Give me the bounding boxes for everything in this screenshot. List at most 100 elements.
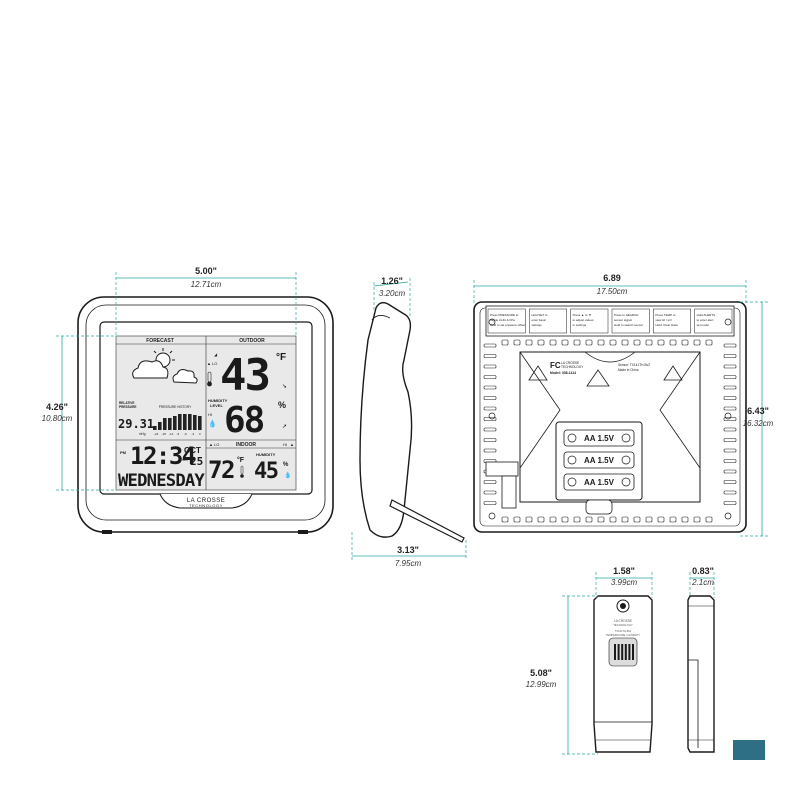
outdoor-signal-icon: ◢ <box>214 352 218 357</box>
indoor-thermometer-icon <box>240 465 244 475</box>
pressure-unit: inHg <box>139 432 146 436</box>
sensor-label-line-2: TECHNOLOGY <box>613 623 633 627</box>
vent-slot <box>705 339 713 346</box>
page-tab <box>733 740 765 760</box>
pm-label: PM <box>120 450 127 455</box>
back-button[interactable] <box>694 308 733 334</box>
back-button-label: enter basic <box>531 318 546 322</box>
vent-slot <box>561 516 569 523</box>
vent-slot <box>483 364 497 369</box>
indoor-temp-unit: °F <box>237 456 245 464</box>
indoor-temp-value: 72 <box>208 456 234 484</box>
vent-slot <box>723 480 737 484</box>
battery <box>563 451 635 469</box>
vent-slot <box>483 490 497 495</box>
humidity-hi-label: HI <box>208 412 212 417</box>
sensor-front-body <box>593 595 653 753</box>
vent-slot <box>537 339 545 346</box>
day-value: 25 <box>190 455 203 468</box>
outdoor-humidity-value: 68 <box>224 400 264 441</box>
vent-slot <box>483 480 497 484</box>
vent-slot <box>723 490 737 495</box>
vent-slot <box>585 516 593 523</box>
battery <box>563 429 635 447</box>
indoor-hi-label: HI <box>283 442 287 447</box>
vent-slot <box>669 339 677 346</box>
back-button-label: toggle inHG & hPa <box>490 318 515 322</box>
vent-slot <box>723 343 737 348</box>
back-button[interactable] <box>529 308 567 334</box>
back-button-label: Hold to set pressure offset <box>490 323 525 327</box>
sensor-label-line-1: LA CROSSE <box>614 619 632 623</box>
sensor-side-body <box>687 595 715 753</box>
vent-slot <box>501 339 509 346</box>
battery-terminal-icon <box>621 433 631 443</box>
indoor-lo-triangle-icon: ▲ <box>209 442 213 447</box>
triangle-mark-icon <box>586 369 610 387</box>
vent-slot <box>501 516 509 523</box>
vent-slot <box>483 396 497 400</box>
indoor-humidity-unit: % <box>283 462 289 468</box>
pressure-hour-label: -24 <box>154 432 159 436</box>
vent-slot <box>633 516 641 523</box>
triangle-mark-icon <box>663 365 683 381</box>
battery-terminal-icon <box>567 477 577 487</box>
humidity-level-label-1: HUMIDITY <box>208 398 228 403</box>
side-depth-cm: 3.20cm <box>379 289 406 298</box>
back-button-label: Press to SEARCH <box>614 313 638 317</box>
front-height-in: 4.26" <box>46 402 68 412</box>
back-button-label: Hold SET to <box>531 313 547 317</box>
outdoor-temp-value: 43 <box>220 350 269 401</box>
back-button[interactable] <box>653 308 691 334</box>
back-button-label: Press PRESSURE to <box>490 313 519 317</box>
pressure-bar <box>183 414 187 430</box>
back-button-label: Hold ALERTS <box>697 313 715 317</box>
screw-icon <box>724 412 732 420</box>
outdoor-lo-label: LO <box>212 361 217 366</box>
vent-slot <box>483 427 497 432</box>
indoor-hi-triangle-icon: ▲ <box>290 442 294 447</box>
back-width-cm: 17.50cm <box>597 287 628 296</box>
vent-slot <box>723 406 737 411</box>
outdoor-humidity-unit: % <box>278 400 286 410</box>
sensor-side-view: 0.83" 2.1cm <box>687 566 715 753</box>
vent-slot <box>621 339 629 346</box>
partly-cloudy-icon <box>132 348 198 384</box>
side-stand-cm: 7.95cm <box>395 559 422 568</box>
back-height-in: 6.43" <box>747 406 769 416</box>
battery-terminal-icon <box>621 455 631 465</box>
back-button-label: view HI / LO <box>655 318 672 322</box>
outdoor-lo-triangle-icon: ▲ <box>207 361 211 366</box>
vent-slot <box>549 516 557 523</box>
battery-label: AA 1.5V <box>584 434 615 443</box>
vent-slot <box>483 385 497 390</box>
pressure-bar <box>158 422 162 430</box>
humidity-trend-icon: ➚ <box>282 424 287 430</box>
vent-slot <box>723 354 737 358</box>
vent-slot <box>609 516 617 523</box>
battery-label: AA 1.5V <box>584 478 615 487</box>
screw-icon <box>724 512 732 520</box>
vent-slot <box>723 417 737 421</box>
vent-slot <box>513 516 521 523</box>
pressure-hour-label: -18 <box>162 432 167 436</box>
back-button-label: Hold: Clear Data <box>655 323 678 327</box>
side-body <box>359 301 413 538</box>
back-button[interactable] <box>487 308 526 334</box>
fc-label: FC <box>550 361 561 370</box>
back-button[interactable] <box>570 308 609 334</box>
label-sensor: Sensor: TX141TH-Bv2 <box>618 363 650 367</box>
label-made: Made in China <box>618 368 639 372</box>
month-value: OCT <box>184 446 201 455</box>
back-button-label: to enter alert <box>697 318 714 322</box>
vent-slot <box>705 516 713 523</box>
back-button-label: sensor signal <box>614 318 632 322</box>
battery-terminal-icon <box>621 477 631 487</box>
vent-slot <box>585 339 593 346</box>
back-button[interactable] <box>611 308 650 334</box>
pressure-bar <box>188 414 192 430</box>
grille-slot <box>621 644 624 660</box>
vent-slot <box>525 339 533 346</box>
back-button-label: Press TEMP to <box>655 313 675 317</box>
